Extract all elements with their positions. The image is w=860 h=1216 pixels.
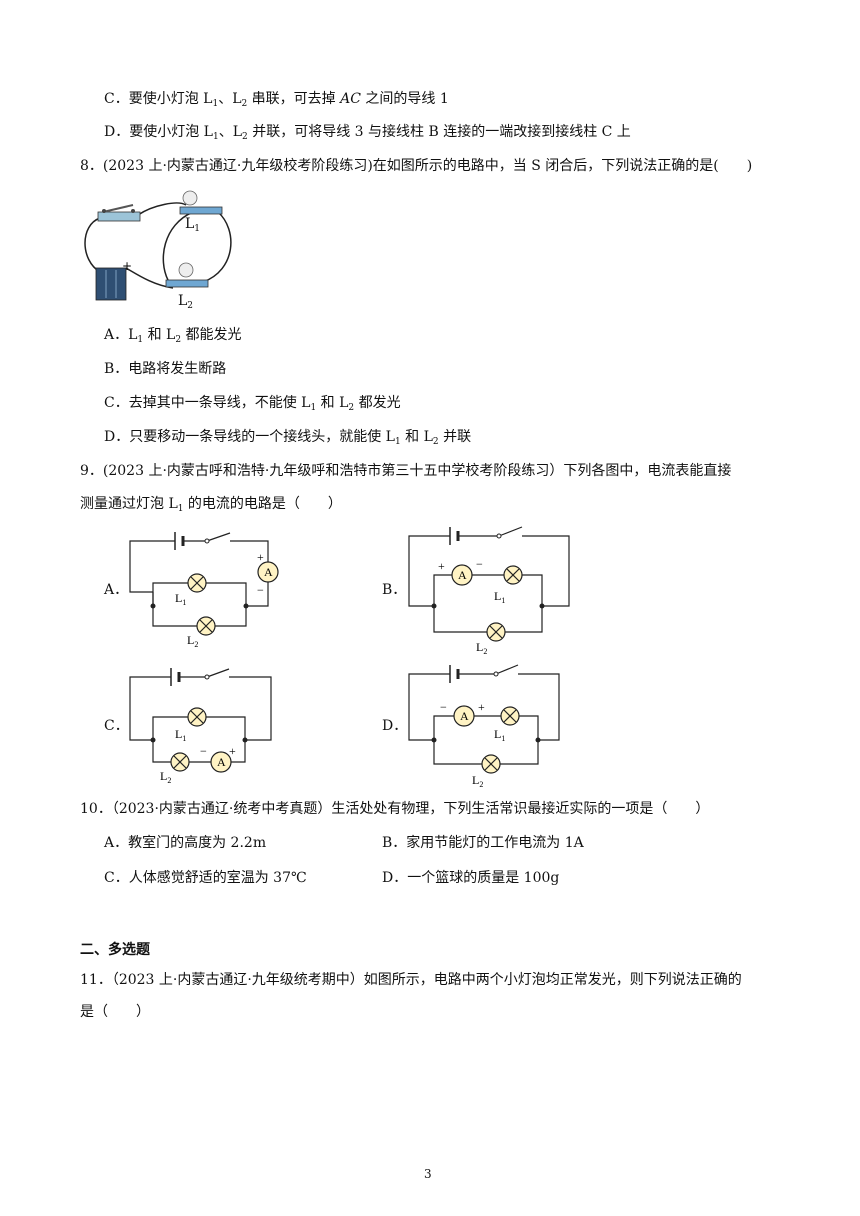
lamp-l1-icon bbox=[503, 565, 523, 585]
q7-option-d: D．要使小灯泡 L1、L2 并联，可将导线 3 与接线柱 B 连接的一端改接到接… bbox=[104, 124, 631, 142]
lamp-l2-icon bbox=[486, 622, 506, 642]
q9-circuit-b: A + − L1 L2 bbox=[408, 525, 570, 656]
q8-option-b: B．电路将发生断路 bbox=[104, 361, 227, 377]
q10-option-a: A．教室门的高度为 2.2m bbox=[104, 835, 267, 851]
svg-text:+: + bbox=[438, 559, 445, 573]
switch-icon bbox=[97, 211, 141, 222]
q10-stem: 10．（2023·内蒙古通辽·统考中考真题）生活处处有物理，下列生活常识最接近实… bbox=[80, 801, 710, 817]
q11-stem-line1: 11．（2023 上·内蒙古通辽·九年级统考期中）如图所示，电路中两个小灯泡均正… bbox=[80, 972, 742, 988]
q9-option-b-label: B． bbox=[382, 582, 407, 598]
lamp-l2-icon bbox=[481, 754, 501, 774]
q10-option-c: C．人体感觉舒适的室温为 37℃ bbox=[104, 870, 307, 886]
q8-option-a: A．L1 和 L2 都能发光 bbox=[104, 327, 242, 345]
q8-option-d: D．只要移动一条导线的一个接线头，就能使 L1 和 L2 并联 bbox=[104, 429, 472, 447]
q8-circuit-figure: + L1 L2 bbox=[78, 190, 248, 315]
q8-stem: 8．(2023 上·内蒙古通辽·九年级校考阶段练习)在如图所示的电路中，当 S … bbox=[80, 158, 753, 174]
section-heading: 二、多选题 bbox=[80, 942, 150, 958]
battery-plus-label: + bbox=[122, 259, 132, 273]
lamp-l1-icon bbox=[187, 573, 207, 593]
q11-stem-line2: 是（ ） bbox=[80, 1004, 150, 1020]
q8-option-c: C．去掉其中一条导线，不能使 L1 和 L2 都发光 bbox=[104, 395, 401, 413]
lamp-l1-icon bbox=[187, 707, 207, 727]
svg-text:−: − bbox=[257, 583, 264, 597]
q10-option-b: B．家用节能灯的工作电流为 1A bbox=[382, 835, 584, 851]
svg-text:A: A bbox=[458, 568, 467, 582]
bulb-l1-icon bbox=[182, 190, 198, 206]
svg-text:A: A bbox=[264, 565, 273, 579]
q8-l2-label: L2 bbox=[178, 293, 194, 311]
svg-text:+: + bbox=[478, 700, 485, 714]
q8-circuit-svg: + bbox=[84, 190, 232, 301]
q9-circuit-c: A − + L1 L2 bbox=[129, 666, 272, 784]
svg-text:A: A bbox=[460, 709, 469, 723]
q9-stem-line1: 9．(2023 上·内蒙古呼和浩特·九年级呼和浩特市第三十五中学校考阶段练习）下… bbox=[80, 463, 732, 479]
lamp-l1-icon bbox=[500, 706, 520, 726]
svg-text:L1: L1 bbox=[175, 727, 186, 743]
q7-option-c: C．要使小灯泡 L1、L2 串联，可去掉 AC 之间的导线 1 bbox=[104, 91, 449, 109]
q9-stem-line2: 测量通过灯泡 L1 的电流的电路是（ ） bbox=[80, 496, 342, 514]
svg-text:−: − bbox=[440, 700, 447, 714]
svg-text:−: − bbox=[476, 557, 483, 571]
svg-text:L2: L2 bbox=[476, 640, 487, 656]
svg-text:L2: L2 bbox=[187, 633, 198, 648]
q9-option-c-label: C． bbox=[104, 718, 129, 734]
q10-option-d: D．一个篮球的质量是 100g bbox=[382, 870, 560, 886]
q9-option-a-label: A． bbox=[104, 582, 129, 598]
svg-text:L1: L1 bbox=[175, 591, 186, 607]
lamp-l2-icon bbox=[170, 752, 190, 772]
q9-circuit-d: A − + L1 L2 bbox=[408, 663, 560, 789]
page-number: 3 bbox=[424, 1167, 432, 1181]
lamp-l2-icon bbox=[196, 616, 216, 636]
svg-text:−: − bbox=[200, 744, 207, 758]
svg-text:L1: L1 bbox=[494, 727, 505, 743]
svg-text:L2: L2 bbox=[160, 769, 171, 784]
bulb-l2-base-icon bbox=[165, 279, 209, 288]
svg-text:L2: L2 bbox=[472, 773, 483, 789]
svg-text:+: + bbox=[229, 744, 236, 758]
svg-text:A: A bbox=[217, 755, 226, 769]
q9-circuit-a: A + − L1 L2 bbox=[129, 530, 279, 648]
bulb-l1-base-icon bbox=[179, 206, 223, 215]
bulb-l2-icon bbox=[178, 262, 194, 278]
battery-icon bbox=[95, 267, 127, 301]
q9-option-d-label: D． bbox=[382, 718, 408, 734]
q8-l1-label: L1 bbox=[185, 216, 201, 234]
svg-text:+: + bbox=[257, 550, 264, 564]
svg-text:L1: L1 bbox=[494, 589, 505, 605]
